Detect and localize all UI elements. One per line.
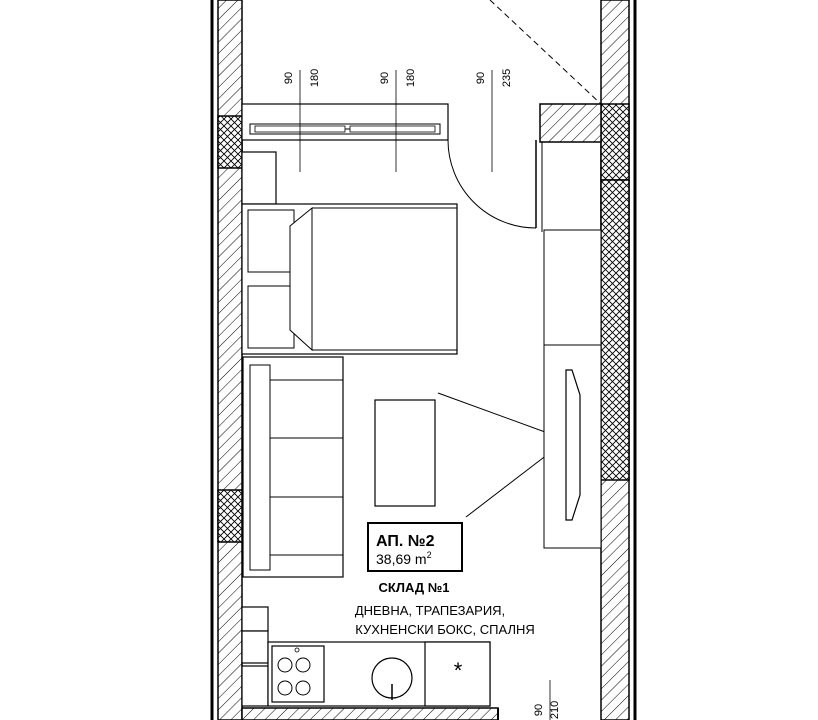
bottom-wall [241,707,499,720]
sink [371,657,413,700]
rooms-line-2: КУХНЕНСКИ БОКС, СПАЛНЯ [355,622,535,637]
window [241,103,449,141]
dimension-lines [299,70,551,720]
window-dim-3-height: 235 [501,69,513,87]
coffee-table [374,399,436,507]
tv-unit [543,229,602,549]
window-dim-2-width: 90 [379,72,391,84]
window-dim-3-width: 90 [475,72,487,84]
balcony-area [489,0,602,105]
right-wall [539,0,637,720]
storage-label: СКЛАД №1 [379,580,450,595]
apartment-area: 38,69 m2 [376,550,432,567]
window-dim-1: 90 180 [283,69,321,87]
sofa [242,356,344,578]
tv-sightlines [437,392,557,518]
bottom-dim: 90 210 [533,701,561,719]
apartment-area-superscript: 2 [427,550,432,560]
bottom-dim-width: 90 [533,704,545,716]
window-dim-3: 90 235 [475,69,513,87]
apartment-area-value: 38,69 m [376,551,427,567]
rooms-line-1: ДНЕВНА, ТРАПЕЗАРИЯ, [355,603,505,618]
apartment-info: АП. №2 38,69 m2 [367,522,463,572]
wardrobe [241,151,277,205]
bottom-dim-height: 210 [549,701,561,719]
window-dim-1-width: 90 [283,72,295,84]
burner-4 [295,680,311,696]
bed [241,203,458,355]
window-dim-2-height: 180 [405,69,417,87]
window-dim-2: 90 180 [379,69,417,87]
burner-3 [277,680,293,696]
window-dim-1-height: 180 [309,69,321,87]
burner-2 [295,657,311,673]
appliance-marker-icon: * [454,658,463,683]
balcony-door [447,139,543,232]
burner-1 [277,657,293,673]
apartment-title: АП. №2 [376,533,435,550]
left-wall [210,0,243,720]
stove [271,645,325,703]
